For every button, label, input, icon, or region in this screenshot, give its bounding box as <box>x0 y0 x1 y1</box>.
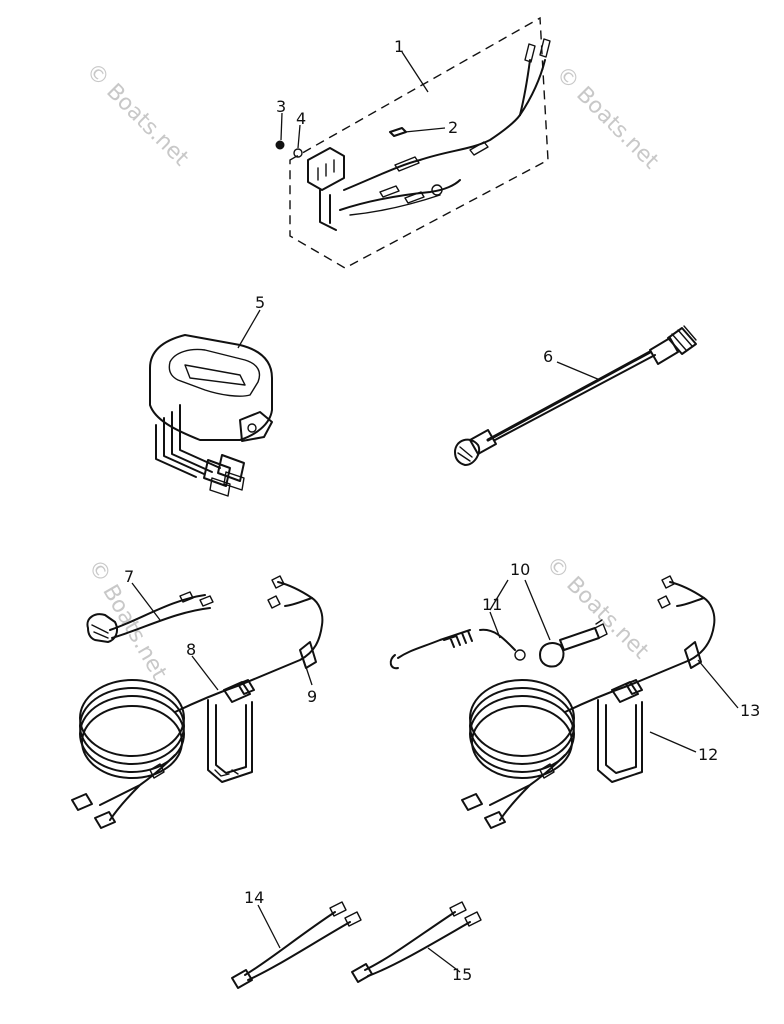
callout-15: 15 <box>452 965 472 984</box>
watermark-4: © Boats.net <box>541 552 654 665</box>
callout-7: 7 <box>124 567 134 586</box>
callout-labels: 1 2 3 4 5 6 7 8 9 10 11 12 13 14 15 <box>124 37 760 984</box>
watermark-1: © Boats.net <box>81 59 194 172</box>
part-8-9-cable-assembly <box>71 575 324 829</box>
part-15-y-lead <box>351 901 482 983</box>
part-10-11-switch-lead <box>389 619 608 670</box>
callout-8: 8 <box>186 640 196 659</box>
callout-14: 14 <box>244 888 264 907</box>
callout-2: 2 <box>448 118 458 137</box>
callout-3: 3 <box>276 97 286 116</box>
part-12-13-cable-assembly <box>461 575 716 829</box>
part-14-y-lead <box>231 901 362 989</box>
callout-10: 10 <box>510 560 530 579</box>
callout-9: 9 <box>307 687 317 706</box>
callout-13: 13 <box>740 701 760 720</box>
callout-5: 5 <box>255 293 265 312</box>
callout-11: 11 <box>482 595 502 614</box>
callout-12: 12 <box>698 745 718 764</box>
leader-lines <box>131 51 739 973</box>
part-6-extension-cable <box>454 325 697 466</box>
watermark-2: © Boats.net <box>551 62 664 175</box>
part-5-module <box>149 334 273 497</box>
callout-6: 6 <box>543 347 553 366</box>
callout-1: 1 <box>394 37 404 56</box>
callout-4: 4 <box>296 109 306 128</box>
part-1-harness-kit <box>275 16 551 269</box>
part-7-lead <box>86 591 214 643</box>
